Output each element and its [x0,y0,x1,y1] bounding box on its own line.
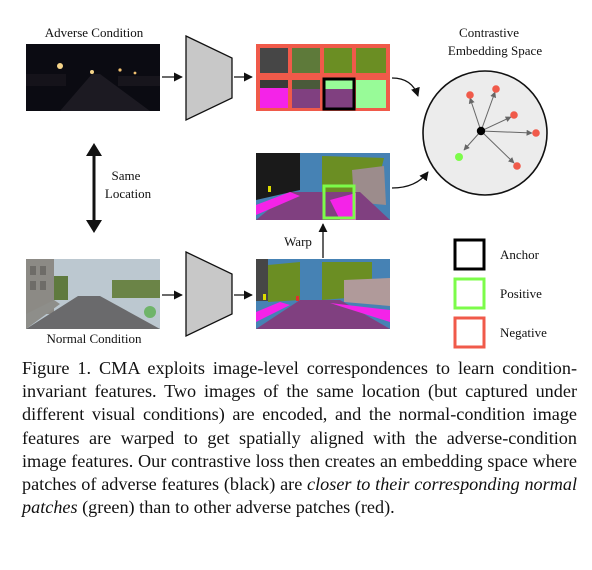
negative-point [492,85,500,93]
figure-caption: Figure 1. CMA exploits image-level corre… [22,357,577,519]
same-location-label-line2: Location [105,186,152,201]
legend-anchor-label: Anchor [500,247,540,262]
same-location-label-line1: Same [112,168,141,183]
embedding-arrows [463,91,533,164]
encoder-normal [185,250,233,338]
negative-point [513,162,521,170]
legend-negative-label: Negative [500,325,547,340]
anchor-point [476,126,486,136]
cma-figure: Adverse Condition Normal Condition Same … [26,25,548,349]
negative-point [510,111,518,119]
adverse-feature-grid [256,44,390,111]
embedding-space-title-line1: Contrastive [459,25,519,40]
caption-emphasis: closer to their corresponding normal pat… [22,474,577,518]
warp-label: Warp [284,234,312,249]
positive-patch [322,184,356,220]
caption-text: Figure 1. CMA exploits image-level corre… [22,358,577,495]
embedding-points [455,85,540,170]
normal-image [26,259,160,329]
negative-point [466,91,474,99]
normal-feature-map [256,259,390,329]
legend-positive-swatch [453,277,486,310]
anchor-patch [322,77,356,111]
normal-condition-label: Normal Condition [47,331,142,346]
legend-anchor-swatch [453,238,486,271]
adverse-condition-label: Adverse Condition [45,25,144,40]
negative-point [532,129,540,137]
legend: Anchor Positive Negative [453,238,547,349]
embedding-space-title-line2: Embedding Space [448,43,542,58]
encoder-adverse [185,34,233,122]
adverse-image [26,44,160,111]
positive-point [455,153,463,161]
legend-positive-label: Positive [500,286,542,301]
caption-text-end: (green) than to other adverse patches (r… [77,497,395,518]
legend-negative-swatch [453,316,486,349]
